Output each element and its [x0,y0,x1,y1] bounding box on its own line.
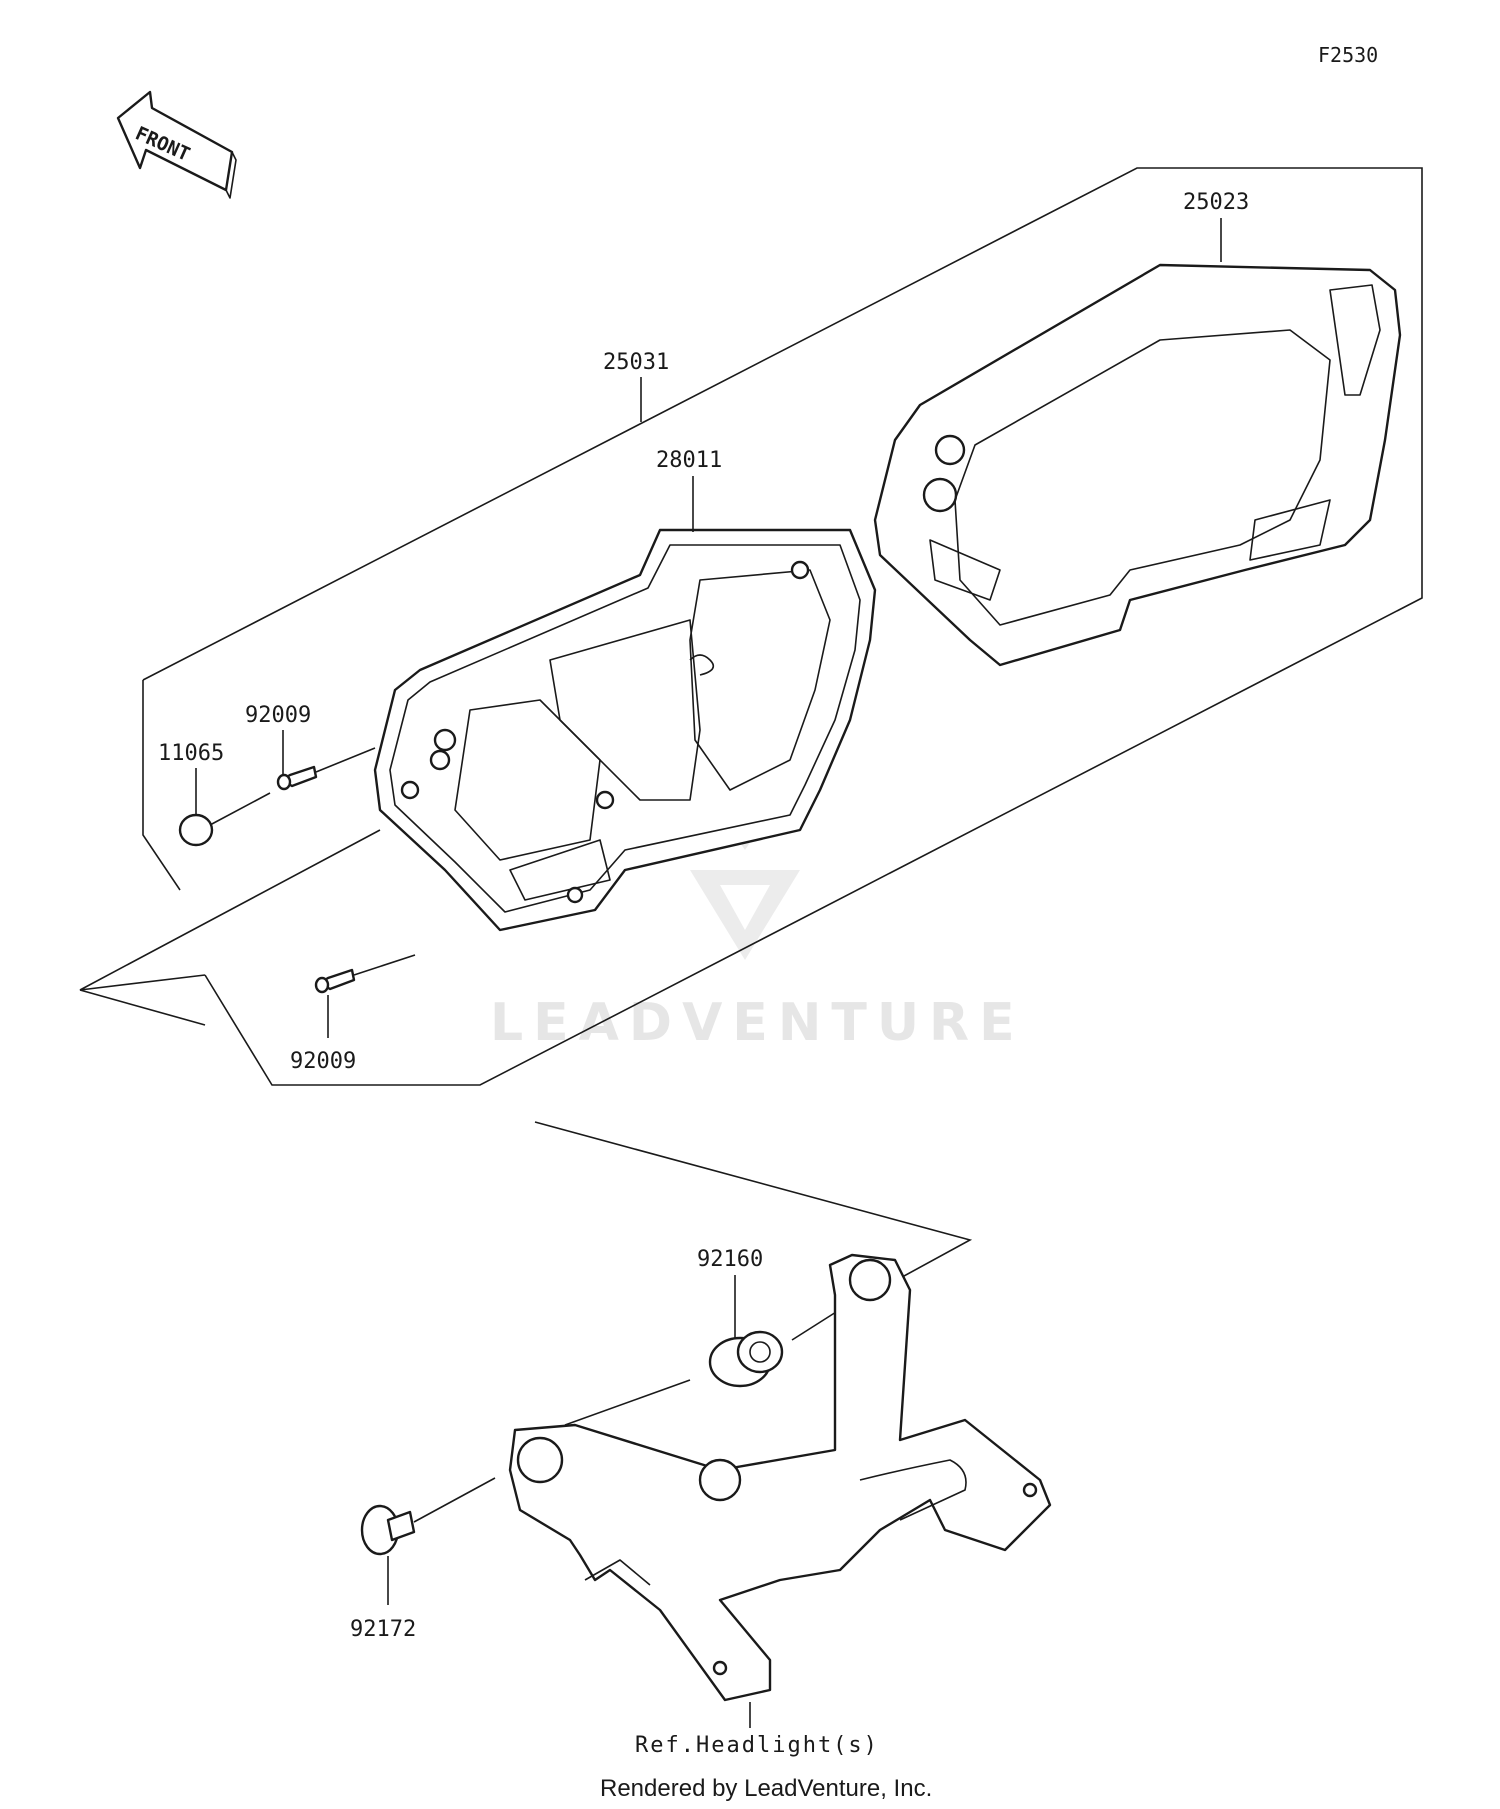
figure-code: F2530 [1318,43,1378,67]
cap-part [178,792,271,847]
reference-label: Ref.Headlight(s) [635,1733,879,1758]
screw-lower-part [314,954,416,994]
part-label-92009-upper: 92009 [245,703,311,728]
watermark-text: LEADVENTURE [490,993,1025,1053]
front-arrow-icon: FRONT [116,90,237,199]
part-label-28011: 28011 [656,448,722,473]
meter-assembly-part [373,528,877,932]
leader-lines [195,218,1222,1728]
part-label-92160: 92160 [697,1247,763,1272]
part-label-25031: 25031 [603,350,669,375]
bracket-part [508,1253,1052,1702]
assembly-outline [79,167,1423,1086]
render-credit: Rendered by LeadVenture, Inc. [600,1775,932,1802]
bracket-outline [534,1121,973,1301]
screw-upper-part [276,747,376,791]
damper-part [564,1299,856,1426]
screw-washer-part [360,1477,496,1556]
leadventure-watermark: LEADVENTURE [490,780,1025,1053]
part-label-25023: 25023 [1183,190,1249,215]
meter-cover-part [873,263,1402,667]
part-label-11065: 11065 [158,741,224,766]
part-label-92172: 92172 [350,1617,416,1642]
part-label-92009-lower: 92009 [290,1049,356,1074]
